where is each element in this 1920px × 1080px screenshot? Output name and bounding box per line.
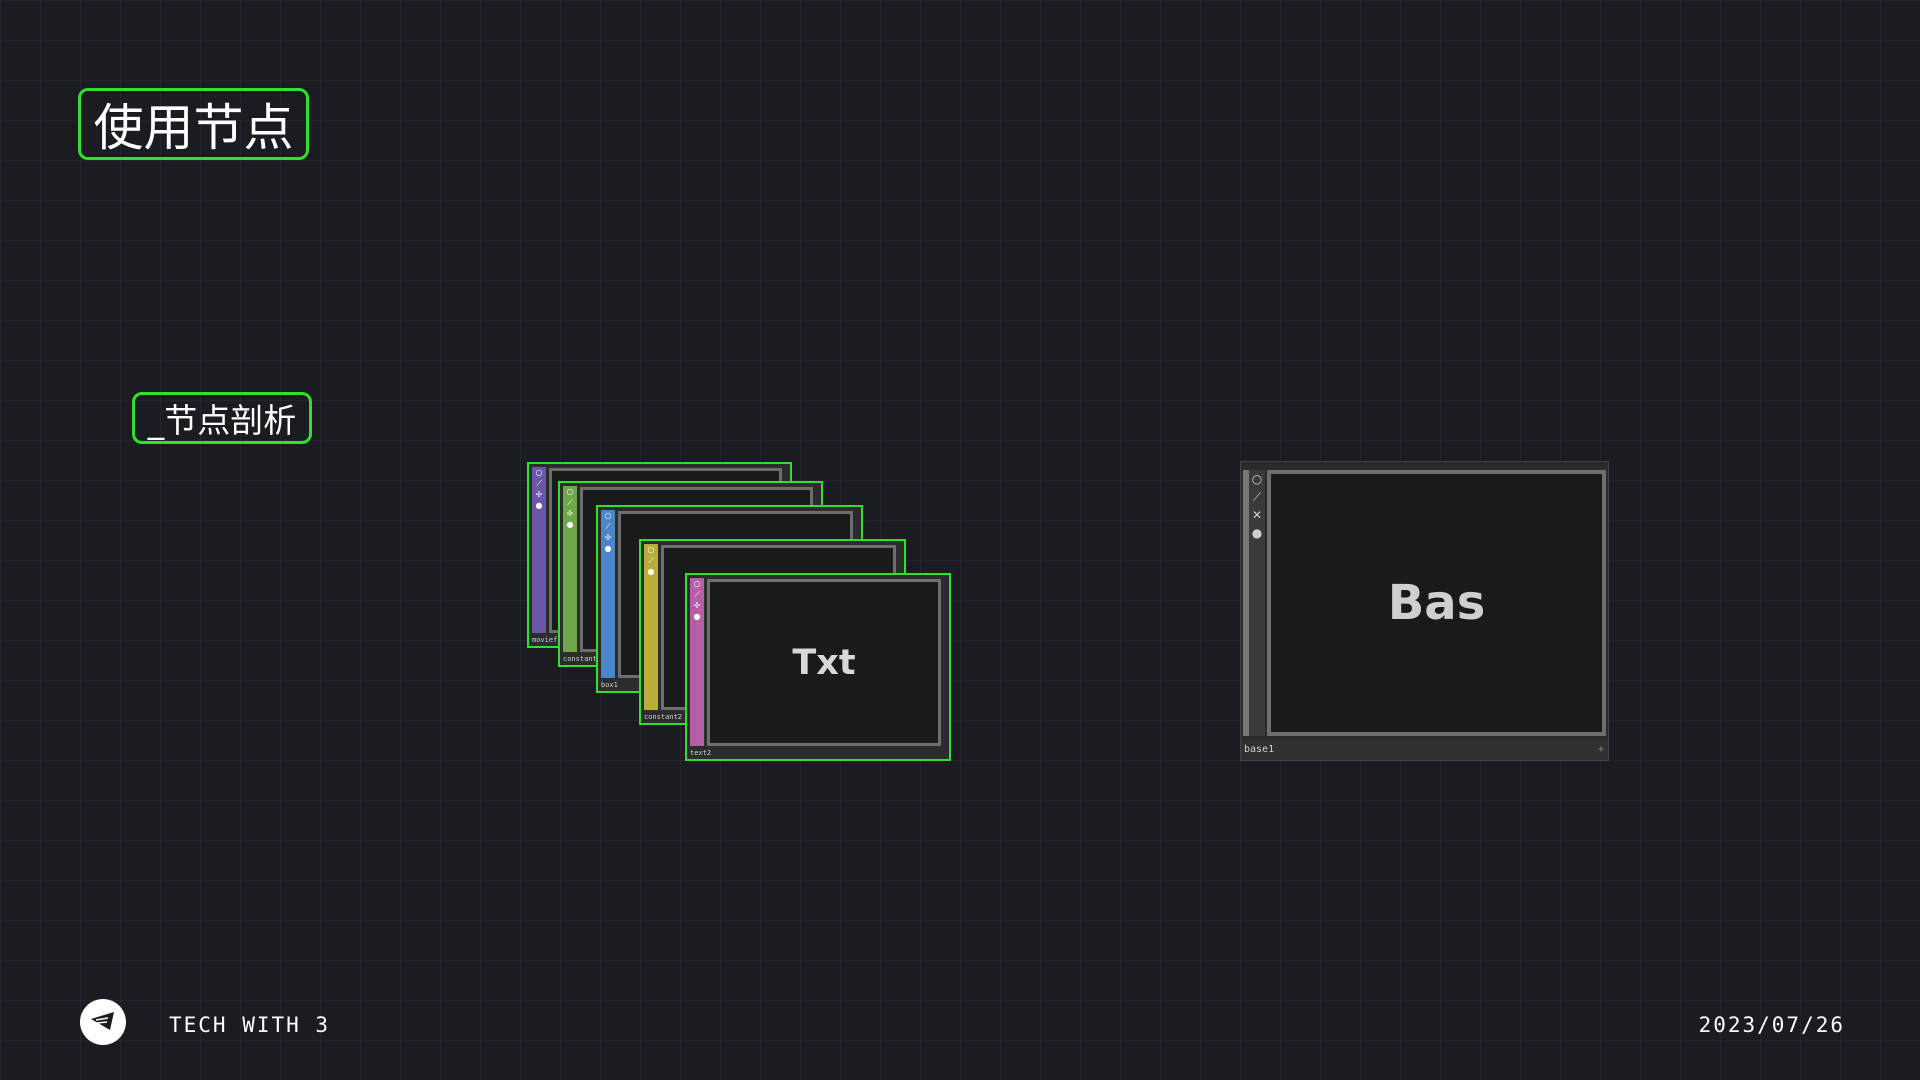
node-label: constant2 <box>644 713 682 721</box>
viewer-text: Bas <box>1387 575 1486 631</box>
move-icon[interactable]: ✢ <box>693 601 701 610</box>
node-flag-strip: ○ ⟋ ✢ ● <box>690 578 704 746</box>
circle-icon[interactable]: ○ <box>566 487 574 496</box>
dot-icon[interactable]: ● <box>535 501 543 510</box>
page-title: 使用节点 <box>78 88 309 160</box>
plus-icon[interactable]: + <box>1597 744 1604 755</box>
pin-icon[interactable]: ⟋ <box>536 479 542 488</box>
node-viewer: Txt <box>707 579 941 746</box>
pin-icon[interactable]: ⟋ <box>1252 490 1262 504</box>
node-flag-strip: ○ ⟋ ✢ ● <box>563 486 577 652</box>
section-subtitle: _节点剖析 <box>132 392 312 444</box>
pin-icon[interactable]: ⟋ <box>605 522 611 531</box>
node-label-text: base1 <box>1244 744 1275 755</box>
circle-icon[interactable]: ○ <box>535 468 543 477</box>
brand-logo-icon <box>80 999 126 1045</box>
close-icon[interactable]: ✕ <box>1251 508 1263 522</box>
node-flag-strip: ○ ⟋ ✕ ● <box>1243 470 1265 736</box>
node-flag-strip: ○ ⟋ ● <box>644 544 658 710</box>
node-label: base1 + <box>1241 740 1608 760</box>
node-text2[interactable]: ○ ⟋ ✢ ● Txt text2 <box>685 573 951 761</box>
circle-icon[interactable]: ○ <box>1251 472 1263 486</box>
node-flag-strip: ○ ⟋ ✢ ● <box>532 467 546 633</box>
brand-name: TECH WITH 3 <box>169 1013 331 1037</box>
node-flag-strip: ○ ⟋ ✢ ● <box>601 510 615 678</box>
node-viewer: Bas <box>1267 470 1606 736</box>
pin-icon[interactable]: ⟋ <box>694 590 700 599</box>
node-base1[interactable]: ○ ⟋ ✕ ● Bas base1 + <box>1240 461 1609 761</box>
clone-icon[interactable]: ● <box>1251 526 1263 540</box>
slide-date: 2023/07/26 <box>1698 1013 1845 1037</box>
node-label: text2 <box>690 749 712 757</box>
pin-icon[interactable]: ⟋ <box>567 498 573 507</box>
move-icon[interactable]: ✢ <box>604 533 612 542</box>
dot-icon[interactable]: ● <box>566 520 574 529</box>
dot-icon[interactable]: ● <box>604 544 612 553</box>
pin-icon[interactable]: ⟋ <box>648 556 654 565</box>
circle-icon[interactable]: ○ <box>647 545 655 554</box>
viewer-text: Txt <box>792 642 856 683</box>
circle-icon[interactable]: ○ <box>693 579 701 588</box>
dot-icon[interactable]: ● <box>693 612 701 621</box>
move-icon[interactable]: ✢ <box>566 509 574 518</box>
node-label: constant1 <box>563 655 601 663</box>
circle-icon[interactable]: ○ <box>604 511 612 520</box>
node-label: box1 <box>601 681 618 689</box>
dot-icon[interactable]: ● <box>647 567 655 576</box>
move-icon[interactable]: ✢ <box>535 490 543 499</box>
node-label: moviefi <box>532 636 562 644</box>
